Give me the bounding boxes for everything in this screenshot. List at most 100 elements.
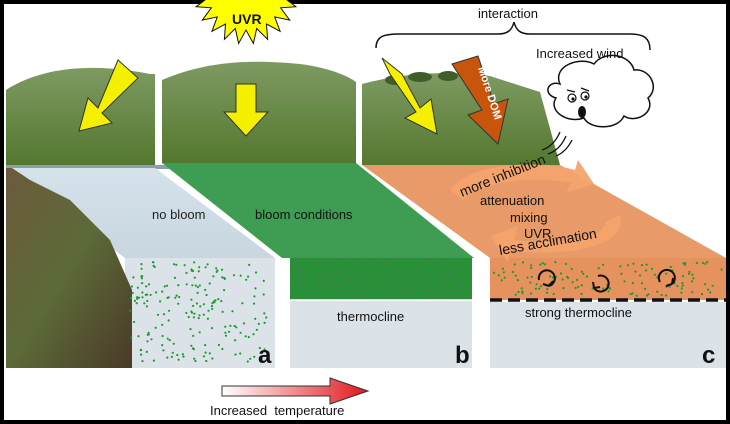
phytoplankton-cell <box>333 295 336 298</box>
phytoplankton-cell <box>379 280 382 284</box>
phytoplankton-cell <box>376 259 379 262</box>
phytoplankton-cell <box>629 292 632 296</box>
phytoplankton-cell <box>252 302 256 305</box>
phytoplankton-cell <box>130 285 133 288</box>
phytoplankton-cell <box>375 283 378 286</box>
phytoplankton-cell <box>319 296 322 299</box>
phytoplankton-cell <box>185 283 188 286</box>
phytoplankton-cell <box>372 267 375 270</box>
phytoplankton-cell <box>378 273 381 276</box>
phytoplankton-cell <box>392 265 395 269</box>
phytoplankton-cell <box>248 263 251 266</box>
phytoplankton-cell <box>447 263 450 266</box>
phytoplankton-cell <box>534 287 538 290</box>
phytoplankton-cell <box>331 294 334 297</box>
phytoplankton-cell <box>149 293 152 296</box>
phytoplankton-cell <box>464 262 467 265</box>
phytoplankton-cell <box>220 300 223 303</box>
phytoplankton-cell <box>441 269 444 272</box>
phytoplankton-cell <box>301 292 304 295</box>
phytoplankton-cell <box>452 287 455 290</box>
phytoplankton-cell <box>406 278 410 282</box>
phytoplankton-cell <box>306 259 310 262</box>
phytoplankton-cell <box>220 268 224 271</box>
phytoplankton-cell <box>395 260 398 263</box>
surface-label-b: bloom conditions <box>255 207 353 222</box>
phytoplankton-cell <box>438 281 441 284</box>
phytoplankton-cell <box>580 292 583 295</box>
phytoplankton-cell <box>207 309 210 312</box>
phytoplankton-cell <box>382 268 385 272</box>
phytoplankton-cell <box>171 351 174 354</box>
phytoplankton-cell <box>214 299 217 302</box>
phytoplankton-cell <box>458 264 461 267</box>
phytoplankton-cell <box>374 270 377 273</box>
phytoplankton-cell <box>205 293 208 297</box>
phytoplankton-cell <box>254 271 258 274</box>
phytoplankton-cell <box>356 290 359 293</box>
phytoplankton-cell <box>304 263 307 266</box>
phytoplankton-cell <box>263 348 266 351</box>
phytoplankton-cell <box>433 279 436 282</box>
phytoplankton-cell <box>136 296 139 299</box>
phytoplankton-cell <box>576 278 579 281</box>
phytoplankton-cell <box>413 281 416 284</box>
phytoplankton-cell <box>233 324 236 328</box>
sun-label: UVR <box>232 11 262 27</box>
phytoplankton-cell <box>538 287 541 290</box>
phytoplankton-cell <box>503 276 506 279</box>
phytoplankton-cell <box>306 282 309 285</box>
phytoplankton-cell <box>467 275 470 278</box>
phytoplankton-cell <box>665 272 668 275</box>
phytoplankton-cell <box>347 293 350 296</box>
phytoplankton-cell <box>204 344 207 347</box>
phytoplankton-cell <box>152 264 155 267</box>
phytoplankton-cell <box>437 274 440 278</box>
phytoplankton-cell <box>311 277 314 280</box>
phytoplankton-cell <box>382 281 385 284</box>
phytoplankton-cell <box>302 261 305 264</box>
phytoplankton-cell <box>390 270 393 273</box>
phytoplankton-cell <box>466 276 469 279</box>
phytoplankton-cell <box>239 352 242 355</box>
phytoplankton-cell <box>644 269 648 272</box>
phytoplankton-cell <box>310 270 313 273</box>
phytoplankton-cell <box>623 280 626 283</box>
phytoplankton-cell <box>260 357 263 361</box>
phytoplankton-cell <box>190 298 193 301</box>
phytoplankton-cell <box>497 274 500 277</box>
phytoplankton-cell <box>552 292 555 295</box>
phytoplankton-cell <box>439 285 442 288</box>
phytoplankton-cell <box>602 263 605 266</box>
phytoplankton-cell <box>516 279 520 282</box>
phytoplankton-cell <box>174 296 177 299</box>
phytoplankton-cell <box>296 290 300 293</box>
phytoplankton-cell <box>367 261 370 264</box>
phytoplankton-cell <box>392 294 395 297</box>
phytoplankton-cell <box>332 293 335 296</box>
phytoplankton-cell <box>144 293 147 296</box>
phytoplankton-cell <box>292 266 295 269</box>
phytoplankton-cell <box>197 317 200 320</box>
phytoplankton-cell <box>411 279 414 282</box>
phytoplankton-cell <box>400 268 403 271</box>
phytoplankton-cell <box>318 284 321 287</box>
phytoplankton-cell <box>365 276 368 279</box>
phytoplankton-cell <box>409 259 412 262</box>
phytoplankton-cell <box>383 273 386 276</box>
phytoplankton-cell <box>370 274 374 277</box>
phytoplankton-cell <box>198 314 201 317</box>
phytoplankton-cell <box>343 266 346 269</box>
phytoplankton-cell <box>312 291 315 294</box>
phytoplankton-cell <box>345 288 349 291</box>
phytoplankton-cell <box>446 274 449 277</box>
phytoplankton-cell <box>304 281 308 284</box>
phytoplankton-cell <box>379 278 383 281</box>
phytoplankton-cell <box>418 262 421 265</box>
phytoplankton-cell <box>303 276 306 279</box>
phytoplankton-cell <box>323 287 326 290</box>
phytoplankton-cell <box>443 289 447 292</box>
phytoplankton-cell <box>562 287 565 290</box>
phytoplankton-cell <box>358 279 361 282</box>
phytoplankton-cell <box>167 319 170 322</box>
